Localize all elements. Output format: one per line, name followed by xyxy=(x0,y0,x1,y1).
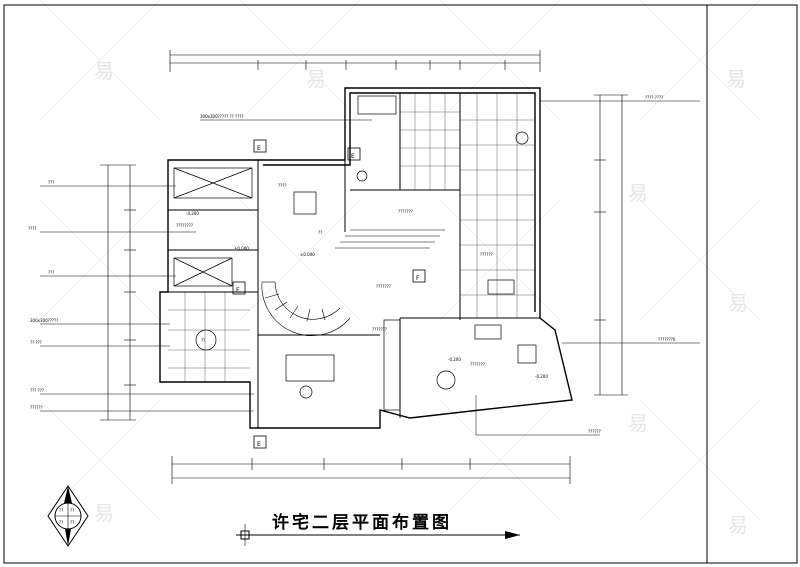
compass-label-2: ?? xyxy=(70,508,74,513)
room-label-8: ??????? xyxy=(470,362,485,367)
drawing-title: 许宅二层平面布置图 xyxy=(272,512,452,533)
section-mark-2: E xyxy=(351,153,355,160)
left-callout-4: 300x300????? xyxy=(30,318,58,323)
section-mark-1: E xyxy=(257,145,261,152)
tile-grid-bath xyxy=(400,93,460,190)
left-callout-2: ???? xyxy=(28,226,37,231)
room-label-6: ??????? xyxy=(376,284,391,289)
room-label-3: ?? xyxy=(201,338,205,343)
watermark-1: 易 xyxy=(94,59,114,83)
room-label-4: ???? xyxy=(278,183,287,188)
section-markers xyxy=(232,139,426,449)
right-callout-2: ???????0 xyxy=(658,337,676,342)
section-mark-5: E xyxy=(257,441,261,448)
closet-blocks xyxy=(173,167,401,411)
top-callout: 300x300????? ?? ???? xyxy=(200,114,244,119)
right-dimension-chain xyxy=(594,94,628,396)
watermark-6: 易 xyxy=(728,513,748,537)
exterior-walls xyxy=(159,87,573,429)
watermark-3: 易 xyxy=(726,67,746,91)
elevation-4: -0.200 xyxy=(448,357,461,362)
right-callout-1: ???? ???? xyxy=(645,95,663,100)
spiral-stair xyxy=(261,281,351,336)
section-mark-3: F xyxy=(236,287,240,294)
watermark-7: 易 xyxy=(628,181,648,205)
elevation-5: -0.200 xyxy=(535,374,548,379)
title-block xyxy=(236,524,520,546)
section-mark-4: F xyxy=(416,275,420,282)
watermark-2: 易 xyxy=(306,67,326,91)
compass-rose xyxy=(47,485,89,547)
drawing-frame xyxy=(3,4,798,564)
watermark-layer: 易 易 易 易 易 易 易 易 xyxy=(39,0,761,537)
top-dimension-chain xyxy=(169,50,541,72)
watermark-4: 易 xyxy=(94,501,114,525)
room-label-9: ??????? xyxy=(372,327,387,332)
left-dimension-chain xyxy=(100,164,136,421)
left-callout-5: ?? ??? xyxy=(30,340,42,345)
bottom-dimension-chain xyxy=(171,456,571,484)
right-callout-3: ?????? xyxy=(588,429,601,434)
watermark-8: 易 xyxy=(728,291,748,315)
room-label-1: ?? xyxy=(318,230,322,235)
furniture xyxy=(195,95,537,399)
room-label-2: ???????? xyxy=(176,223,193,228)
elevation-3: -0.200 xyxy=(186,211,199,216)
straight-stair xyxy=(335,229,445,249)
compass-label-1: ?? xyxy=(59,508,63,513)
room-label-5: ??????? xyxy=(398,209,413,214)
interior-walls xyxy=(168,93,540,428)
left-callout-1: ??? xyxy=(48,180,54,185)
left-callout-3: ??? xyxy=(48,270,54,275)
left-callout-7: ?????? xyxy=(30,405,43,410)
left-callout-6: ??? ??? xyxy=(30,388,44,393)
watermark-5: 易 xyxy=(628,411,648,435)
compass-label-4: ?? xyxy=(70,520,74,525)
elevation-2: ±0.000 xyxy=(300,252,315,257)
leader-lines xyxy=(40,100,700,436)
tile-grid-balcony xyxy=(168,292,250,382)
elevation-1: ±0.000 xyxy=(234,246,249,251)
tile-grid-terrace xyxy=(460,93,535,318)
room-label-7: ?????? xyxy=(480,252,493,257)
compass-label-3: ?? xyxy=(59,520,63,525)
